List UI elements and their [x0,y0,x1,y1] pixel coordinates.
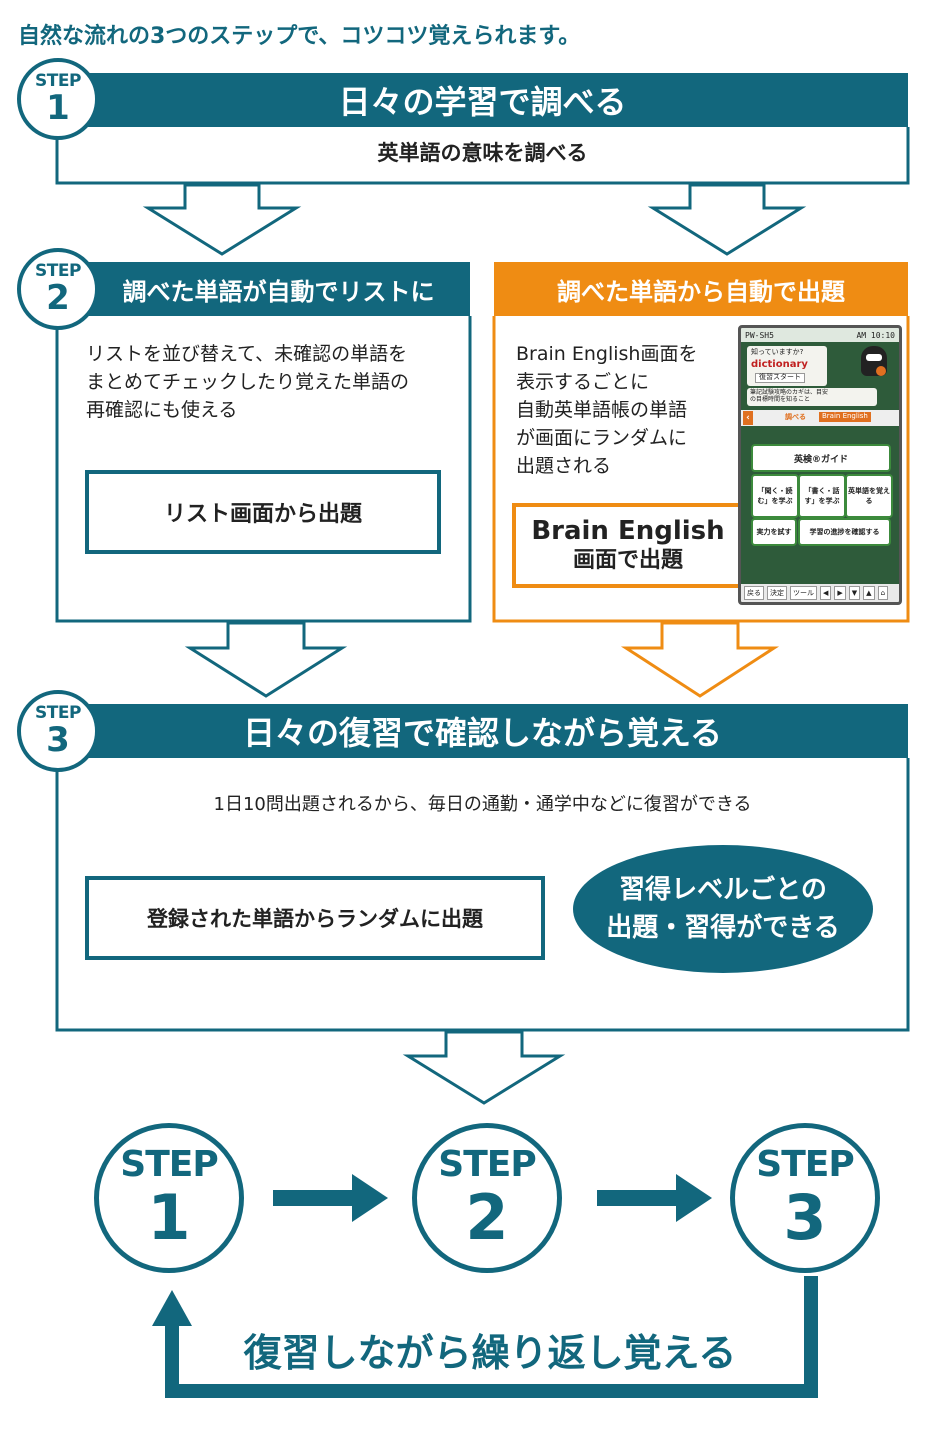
list-screen-quiz-box: リスト画面から出題 [85,470,441,554]
arrow-step1-to-step2-right [647,183,807,256]
device-quiz-card: 知っていますか? dictionary 復習スタート [747,346,827,386]
repeat-loop-line [165,1276,818,1398]
cycle-step-number: 3 [783,1181,827,1254]
step-badge-number: 2 [46,278,70,318]
step-badge-number: 1 [46,88,70,128]
device-tile-listen-read[interactable]: 「聞く・読む」を学ぶ [751,474,799,518]
device-key-left[interactable]: ◀ [820,586,832,600]
device-key-right[interactable]: ▶ [834,586,846,600]
step2-right-description: Brain English画面を 表示するごとに 自動英単語帳の単語 が画面にラ… [516,340,736,480]
device-nav-bar: ‹ 調べる Brain English [741,410,899,426]
device-note-line: の目標時間を知ること [750,396,811,403]
device-guide-button[interactable]: 英検®ガイド [751,444,891,472]
step2-right-frame [492,316,910,623]
device-card-question: 知っていますか? [751,348,804,356]
step2-left-frame [55,316,472,623]
cycle-step2-circle: STEP 2 [412,1123,562,1273]
device-note: 筆記試験攻略のカギは、目安 の目標時間を知ること [747,388,877,406]
step2-right-title: 調べた単語から自動で出題 [494,262,908,316]
description-line: 表示するごとに [516,371,650,393]
cycle-step-number: 2 [465,1181,509,1254]
device-card-word: dictionary [751,359,808,370]
repeat-loop-arrowhead [152,1290,192,1326]
description-line: が画面にランダムに [516,427,688,449]
cycle-arrow-1-shaft [273,1190,355,1206]
step-badge-number: 3 [46,720,70,760]
step2-badge: STEP 2 [17,248,99,330]
device-key-down[interactable]: ▼ [848,586,861,600]
step3-title: 日々の復習で確認しながら覚える [57,704,908,758]
device-key-back[interactable]: 戻る [744,586,764,600]
device-status-bar: PW-SH5 AM 10:10 [741,328,899,342]
oval-line: 習得レベルごとの [619,875,827,905]
device-key-up[interactable]: ▲ [863,586,875,600]
step3-frame [55,758,910,1032]
brain-english-box-line2: 画面で出題 [572,547,683,573]
device-nav-brand: Brain English [819,412,871,422]
arrow-step1-to-step2-left [142,183,302,256]
description-line: Brain English画面を [516,343,698,365]
device-tile-test[interactable]: 実力を試す [751,518,797,546]
arrow-step2-right-to-step3 [620,621,780,698]
device-home-icon[interactable]: ⌂ [877,586,889,600]
device-bottom-bar: 戻る 決定 ツール ◀ ▶ ▼ ▲ ⌂ [741,584,899,602]
step-badge-word: STEP [35,261,81,281]
step-badge-word: STEP [35,703,81,723]
step3-description: 1日10問出題されるから、毎日の通勤・通学中などに復習ができる [213,794,752,815]
level-quiz-oval: 習得レベルごとの 出題・習得ができる [573,845,873,973]
description-line: 出題される [516,455,612,477]
cycle-step-number: 1 [147,1181,191,1254]
step2-left-description: リストを並び替えて、未確認の単語を まとめてチェックしたり覚えた単語の 再確認に… [86,340,466,424]
cycle-arrow-2-head [676,1174,712,1222]
step1-frame [55,127,910,185]
brain-english-box-line1: Brain English [531,515,725,546]
cycle-step-word: STEP [438,1144,536,1185]
device-key-tool[interactable]: ツール [790,586,817,600]
step1-badge: STEP 1 [17,58,99,140]
step1-title: 日々の学習で調べる [57,73,908,127]
cycle-arrow-2-shaft [597,1190,679,1206]
device-back-icon[interactable]: ‹ [743,411,753,425]
step2-left-title: 調べた単語が自動でリストに [57,262,470,316]
device-mascot-icon [861,346,887,376]
repeat-caption: 復習しながら繰り返し覚える [243,1331,737,1375]
device-screenshot: PW-SH5 AM 10:10 知っていますか? dictionary 復習スタ… [738,325,902,605]
oval-line: 出題・習得ができる [606,913,840,943]
brain-english-quiz-box: Brain English 画面で出題 [512,503,744,588]
cycle-arrow-1-head [352,1174,388,1222]
step3-badge: STEP 3 [17,690,99,772]
cycle-step-word: STEP [756,1144,854,1185]
random-quiz-box: 登録された単語からランダムに出題 [85,876,545,960]
device-model: PW-SH5 [745,330,774,340]
device-key-enter[interactable]: 決定 [767,586,787,600]
cycle-step3-circle: STEP 3 [730,1123,880,1273]
device-tile-vocabulary[interactable]: 英単語を覚える [845,474,893,518]
device-note-line: 筆記試験攻略のカギは、目安 [750,389,829,396]
intro-text: 自然な流れの3つのステップで、コツコツ覚えられます。 [18,24,581,49]
description-line: 再確認にも使える [86,399,238,421]
device-tile-write-speak[interactable]: 「書く・話す」を学ぶ [798,474,846,518]
device-tile-progress[interactable]: 学習の進捗を確認する [798,518,891,546]
description-line: リストを並び替えて、未確認の単語を [86,343,408,365]
cycle-step1-circle: STEP 1 [94,1123,244,1273]
step-badge-word: STEP [35,71,81,91]
arrow-step2-left-to-step3 [184,621,348,698]
step1-subtitle: 英単語の意味を調べる [377,141,588,165]
device-review-start-button[interactable]: 復習スタート [755,373,805,383]
device-nav-label: 調べる [785,413,806,421]
description-line: 自動英単語帳の単語 [516,399,688,421]
device-clock: AM 10:10 [856,330,895,340]
description-line: まとめてチェックしたり覚えた単語の [86,371,410,393]
cycle-step-word: STEP [120,1144,218,1185]
arrow-step3-to-cycle [402,1030,566,1105]
